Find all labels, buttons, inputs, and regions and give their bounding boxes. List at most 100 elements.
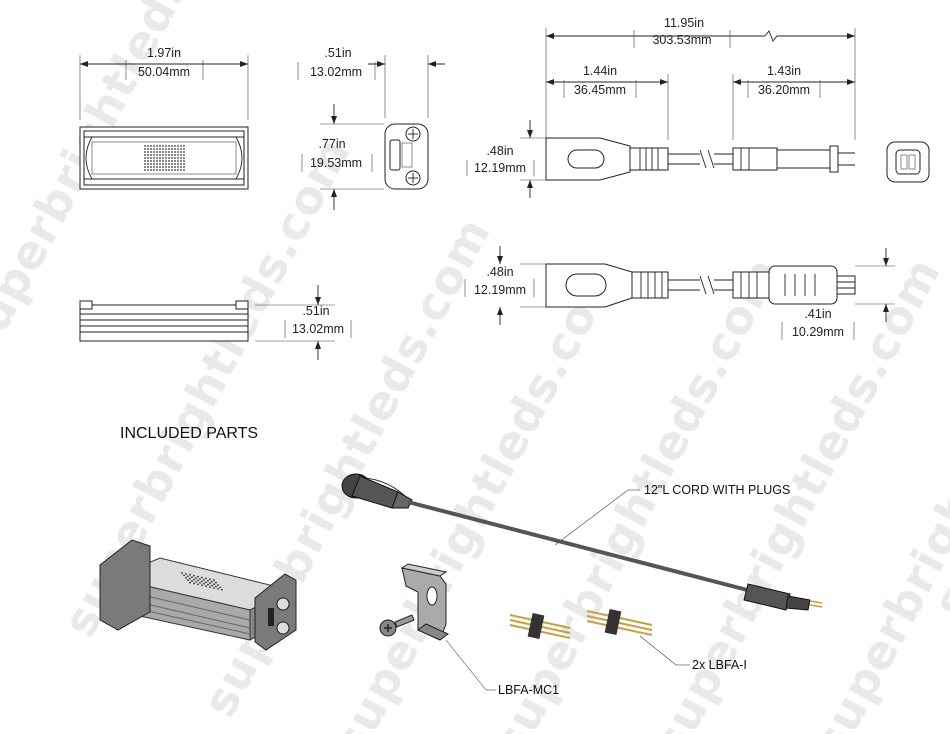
vent-dot: [153, 157, 155, 159]
connector-pins-right: [586, 609, 653, 636]
vent-dot: [177, 148, 179, 150]
vent-dot: [150, 169, 152, 171]
end-view-height-in: .77in: [318, 137, 345, 151]
vent-dot: [213, 587, 215, 589]
vent-dot: [165, 169, 167, 171]
housing-vent-grid: [181, 572, 223, 591]
left-plug-length-in: 1.44in: [583, 64, 617, 78]
vent-dot: [165, 151, 167, 153]
vent-dot: [183, 154, 185, 156]
vent-dot: [209, 582, 211, 585]
vent-dot: [221, 588, 223, 591]
vent-dot: [144, 160, 146, 162]
vent-dot: [162, 154, 164, 156]
vent-dot: [191, 576, 193, 579]
end-view-height-mm: 19.53mm: [310, 156, 362, 170]
vent-dot: [150, 163, 152, 165]
vent-dot: [183, 166, 185, 168]
vent-dot: [174, 154, 176, 156]
cord-side-view: .48in 12.19mm .41in 10.29m: [464, 246, 895, 340]
vent-dot: [156, 154, 158, 156]
vent-dot: [165, 160, 167, 162]
vent-dot: [174, 160, 176, 162]
vent-dot: [171, 166, 173, 168]
top-view: 1.97in 50.04mm: [79, 46, 249, 190]
clip-callout: LBFA-MC1: [445, 639, 559, 697]
vent-dot: [165, 154, 167, 156]
vent-dot: [197, 583, 199, 586]
plug-side-height-in: .48in: [486, 265, 513, 279]
mounting-clip-illustration: [400, 563, 449, 641]
vent-dot: [177, 157, 179, 159]
vent-dot: [168, 148, 170, 150]
vent-dot: [174, 157, 176, 159]
plug-height-in: .48in: [486, 144, 513, 158]
end-view-depth-in: .51in: [324, 46, 351, 60]
vent-dot: [185, 576, 187, 579]
vent-dot: [153, 163, 155, 165]
vent-dot: [177, 163, 179, 165]
vent-dot: [156, 145, 158, 147]
vent-dot: [180, 169, 182, 171]
vent-dot: [147, 145, 149, 147]
vent-dot: [207, 583, 209, 586]
vent-dot: [153, 160, 155, 162]
cord-overall-in: 11.95in: [664, 16, 704, 30]
side-view-height-in: .51in: [302, 304, 329, 318]
vent-dot: [189, 573, 191, 576]
vent-dot: [187, 579, 189, 582]
vent-dot: [183, 169, 185, 171]
pins-callout-label: 2x LBFA-I: [692, 658, 747, 672]
vent-dot: [219, 586, 221, 589]
vent-dot: [193, 582, 195, 585]
vent-dot: [177, 166, 179, 168]
vent-dot: [156, 163, 158, 165]
vent-dot: [180, 163, 182, 165]
vent-dot: [177, 145, 179, 147]
vent-dot: [162, 145, 164, 147]
vent-dot: [199, 582, 201, 584]
vent-dot: [183, 145, 185, 147]
vent-dot: [144, 166, 146, 168]
vent-dot: [177, 169, 179, 171]
vent-dot: [174, 151, 176, 153]
vent-dot: [159, 157, 161, 159]
vent-dot: [180, 148, 182, 150]
plug-end-view: [886, 141, 930, 183]
vent-dot: [177, 151, 179, 153]
vent-dot: [162, 166, 164, 168]
vent-dot: [168, 163, 170, 165]
vent-dot: [205, 585, 207, 588]
vent-dot: [180, 166, 182, 168]
vent-dot: [201, 576, 203, 579]
vent-dot: [171, 157, 173, 159]
vent-dot: [159, 169, 161, 171]
cord-callout: 12"L CORD WITH PLUGS: [554, 483, 790, 546]
vent-dot: [217, 588, 219, 590]
end-view-depth-mm: 13.02mm: [310, 65, 362, 79]
vent-dot: [156, 148, 158, 150]
vent-dot: [144, 154, 146, 156]
vent-dot: [180, 145, 182, 147]
vent-dot: [183, 151, 185, 153]
vent-dot: [183, 160, 185, 162]
vent-dot: [215, 581, 217, 584]
vent-dot: [147, 160, 149, 162]
vent-dot: [197, 579, 199, 582]
vent-dot: [153, 151, 155, 153]
vent-dot: [144, 151, 146, 153]
vent-dot: [150, 157, 152, 159]
vent-dot: [171, 163, 173, 165]
vent-dot: [150, 154, 152, 156]
vent-dot: [171, 151, 173, 153]
vent-dot: [209, 578, 211, 581]
vent-dot: [197, 575, 199, 578]
strain-relief-ribs: [639, 148, 659, 170]
vent-dot: [150, 151, 152, 153]
vent-dot: [171, 160, 173, 162]
vent-dot: [159, 154, 161, 156]
vent-dot: [156, 157, 158, 159]
vent-dot: [189, 581, 191, 584]
vent-dot: [159, 166, 161, 168]
